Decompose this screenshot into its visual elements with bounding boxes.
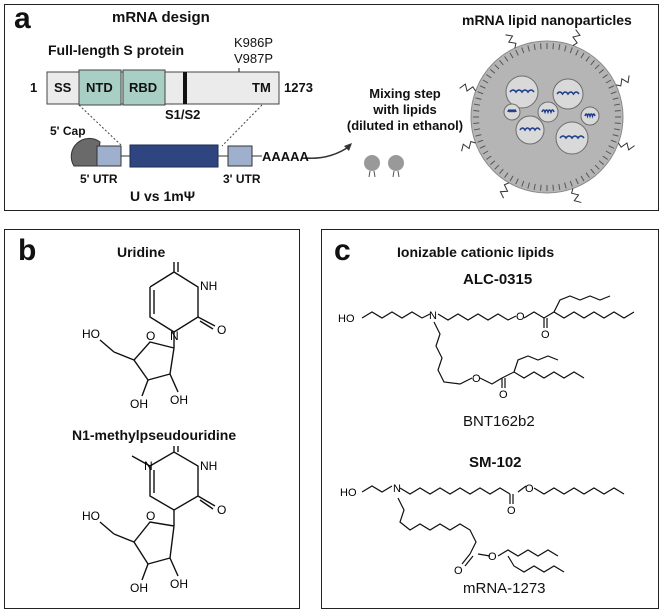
domain-ss: SS (54, 80, 72, 95)
sm102-o4: O (488, 551, 497, 563)
sm102-structure: HO N O O O O (340, 483, 625, 577)
panel-b-label: b (18, 234, 37, 267)
m1psi-o-right: O (217, 503, 226, 517)
protein-title: Full-length S protein (48, 42, 185, 58)
utr5-box (96, 145, 122, 167)
lnp-peg-tail (617, 142, 635, 151)
alc0315-n: N (429, 310, 437, 322)
protein-end: 1273 (284, 80, 313, 95)
uridine-title: Uridine (117, 244, 166, 260)
mixing-line1: Mixing step (369, 86, 441, 101)
free-lipids-icon (364, 155, 404, 178)
mixing-line3: (diluted in ethanol) (346, 118, 464, 133)
m1psi-structure: N O NH O O HO OH OH (82, 446, 226, 595)
lnp-peg-tail (461, 140, 476, 152)
cleavage-site-mark (183, 72, 187, 104)
lnp-illustration (459, 29, 635, 203)
bnt162b2-label: BNT162b2 (463, 413, 535, 430)
m1psi-title: N1-methylpseudouridine (72, 427, 237, 443)
utr3-box (227, 145, 253, 167)
protein-start: 1 (30, 80, 38, 95)
sm102-o3: O (454, 565, 463, 577)
lnp-title: mRNA lipid nanoparticles (462, 12, 632, 28)
utr3-label: 3' UTR (223, 172, 261, 186)
lnp-peg-tail (615, 75, 630, 87)
domain-rbd: RBD (129, 80, 158, 95)
lipids-title: Ionizable cationic lipids (397, 244, 555, 260)
cds-box (129, 144, 219, 168)
alc0315-name: ALC-0315 (463, 271, 533, 288)
m1psi-n: N (144, 459, 153, 473)
alc0315-ho: HO (338, 313, 355, 325)
alc0315-o1: O (516, 311, 525, 323)
sm102-n: N (393, 483, 401, 495)
mrna-design-title: mRNA design (112, 9, 210, 26)
lnp-peg-tail (572, 29, 581, 47)
cap-shape (70, 138, 101, 167)
guide-right (221, 104, 263, 147)
lnp-mrna-strand (509, 89, 535, 94)
lnp-peg-tail (570, 188, 582, 203)
polya-label: AAAAA (262, 149, 309, 164)
lnp-mrna-strand (584, 113, 596, 119)
uridine-o-top: O (170, 262, 179, 265)
alc0315-o2: O (541, 329, 550, 341)
ntd-domain (78, 69, 122, 106)
mixing-arrow (304, 145, 351, 159)
cap-label: 5' Cap (50, 124, 86, 138)
lnp-peg-tail (459, 83, 477, 92)
m1psi-oh-right: OH (170, 577, 188, 591)
sm102-ho: HO (340, 487, 357, 499)
sm102-name: SM-102 (469, 454, 522, 471)
mrna1273-label: mRNA-1273 (463, 580, 546, 597)
uridine-ring-o: O (146, 329, 155, 343)
panel-a-label: a (14, 2, 31, 35)
lnp-mrna-strand (519, 127, 541, 132)
uridine-n: N (170, 329, 179, 343)
protein-schematic (46, 29, 635, 203)
lnp-mrna-strand (559, 135, 585, 140)
alc0315-o4: O (499, 389, 508, 401)
lnp-mrna-strand (541, 109, 555, 115)
guide-left (78, 104, 123, 147)
lnp-mrna-strand (556, 91, 580, 96)
panel-c-label: c (334, 234, 351, 267)
nucleoside-label: U vs 1mΨ (130, 188, 196, 204)
uridine-nh: NH (200, 279, 217, 293)
mutation-v987p: V987P (234, 51, 274, 66)
sm102-o2: O (525, 483, 534, 495)
lnp-peg-tail (499, 182, 510, 199)
alc0315-o3: O (472, 373, 481, 385)
mutation-k986p: K986P (234, 35, 274, 50)
sm102-o1: O (507, 505, 516, 517)
alc0315-structure: HO N O O O O (338, 295, 635, 401)
panel-c (321, 229, 659, 609)
domain-ntd: NTD (86, 80, 113, 95)
m1psi-ho: HO (82, 509, 100, 523)
m1psi-oh-left: OH (130, 581, 148, 595)
panel-b (4, 229, 300, 609)
mixing-label: Mixing step with lipids (diluted in etha… (340, 86, 470, 134)
mixing-line2: with lipids (373, 102, 437, 117)
lnp-mrna-strand (507, 109, 517, 113)
uridine-o-right: O (217, 323, 226, 337)
m1psi-ring-o: O (146, 509, 155, 523)
uridine-oh-left: OH (130, 397, 148, 411)
lnp-peg-tail (505, 34, 517, 49)
uridine-oh-right: OH (170, 393, 188, 407)
utr5-label: 5' UTR (80, 172, 118, 186)
rbd-domain (122, 69, 166, 106)
domain-tm: TM (252, 80, 271, 95)
m1psi-nh: NH (200, 459, 217, 473)
s1s2-label: S1/S2 (165, 107, 201, 122)
uridine-structure: O NH O N O HO OH OH (82, 262, 226, 411)
uridine-ho: HO (82, 327, 100, 341)
